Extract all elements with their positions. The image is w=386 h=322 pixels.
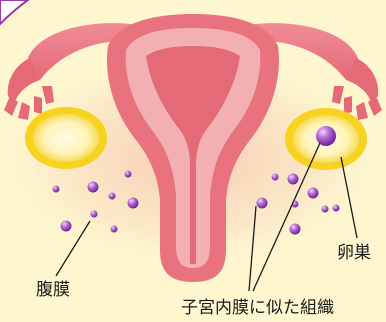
lesion-dot bbox=[128, 198, 139, 209]
lesion-dot bbox=[257, 198, 268, 209]
lesion-dot bbox=[88, 182, 99, 193]
lesion-dot bbox=[290, 224, 301, 235]
lesion-dot bbox=[111, 226, 118, 233]
label-ovary: 卵巣 bbox=[337, 245, 371, 262]
lesion-dot bbox=[316, 126, 336, 146]
lesion-dot bbox=[91, 211, 98, 218]
lesion-dot bbox=[109, 193, 116, 200]
cervical-canal bbox=[190, 164, 196, 264]
label-peritoneum: 腹膜 bbox=[36, 282, 70, 299]
ovary-left bbox=[25, 107, 107, 169]
label-endometrium-like-tissue: 子宮内膜に似た組織 bbox=[181, 300, 334, 317]
lesion-dot bbox=[333, 205, 340, 212]
lesion-dot bbox=[322, 206, 329, 213]
lesion-dot bbox=[61, 221, 72, 232]
lesion-dot bbox=[125, 171, 132, 178]
lesion-dot bbox=[308, 188, 319, 199]
lesion-dot bbox=[53, 186, 60, 193]
lesion-dot bbox=[272, 174, 279, 181]
lesion-dot bbox=[288, 174, 299, 185]
corner-decoration bbox=[0, 0, 28, 24]
